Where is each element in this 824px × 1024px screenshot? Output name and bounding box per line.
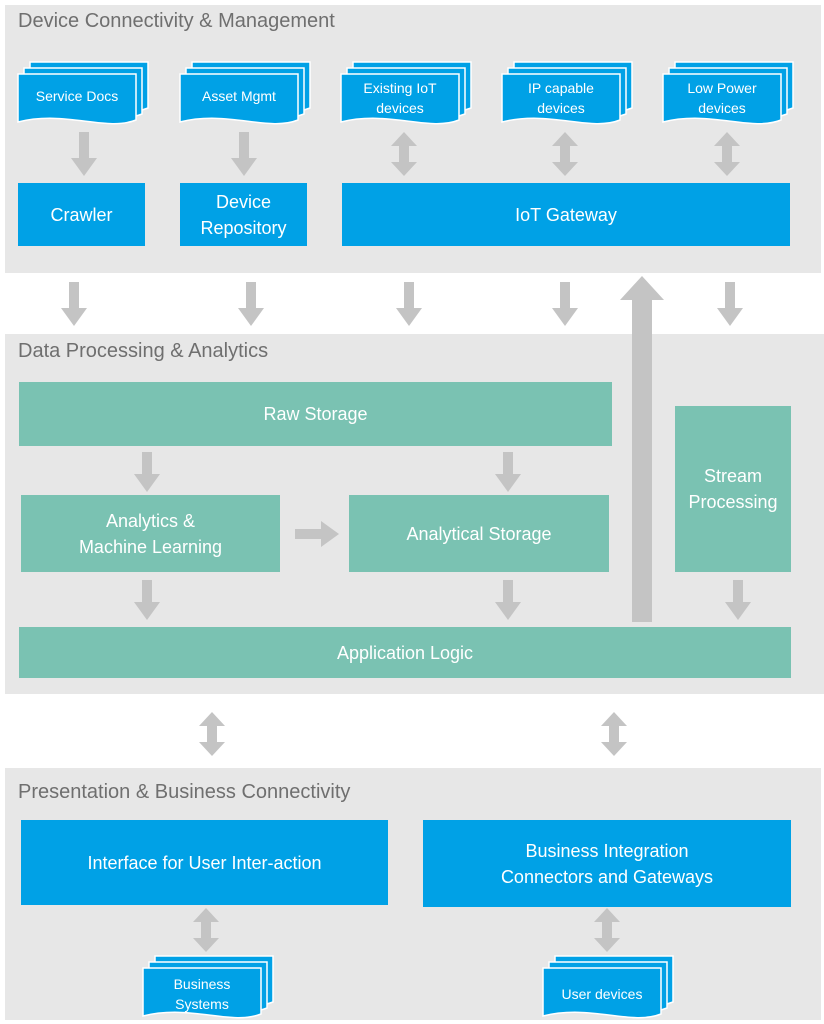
- arrow-storage-to-app-logic: [495, 580, 521, 620]
- analytical-storage-box: Analytical Storage: [349, 495, 609, 572]
- crawler-label: Crawler: [50, 204, 113, 225]
- arrow-both-ui-to-business-systems: [193, 908, 219, 952]
- device-repository-line1: Device: [215, 191, 272, 212]
- low-power-label-line2: devices: [698, 100, 746, 116]
- analytics-ml-box: Analytics & Machine Learning: [21, 495, 280, 572]
- arrow-up-app-logic-to-gateway: [620, 276, 664, 622]
- ip-capable-label-line1: IP capable: [528, 80, 594, 96]
- ip-capable-label-line2: devices: [537, 100, 585, 116]
- arrow-analytics-to-app-logic: [134, 580, 160, 620]
- arrow-down-service-docs: [71, 132, 97, 176]
- arrow-down-gap-2: [238, 282, 264, 326]
- service-docs-label: Service Docs: [35, 88, 119, 104]
- arrow-raw-to-analytics: [134, 452, 160, 492]
- low-power-label-line1: Low Power: [687, 80, 757, 96]
- device-connectivity-title: Device Connectivity & Management: [18, 10, 335, 32]
- existing-iot-label-line2: devices: [376, 100, 424, 116]
- user-devices-doc: User devices: [542, 955, 675, 1020]
- ip-capable-devices-doc: IP capable devices: [501, 61, 634, 126]
- arrow-both-app-to-business: [601, 712, 627, 756]
- stream-processing-line2: Processing: [688, 492, 778, 512]
- business-integration-box: Business Integration Connectors and Gate…: [423, 820, 791, 907]
- device-repository-box: Device Repository: [180, 183, 307, 246]
- data-processing-title: Data Processing & Analytics: [18, 340, 269, 362]
- arrow-down-asset-mgmt: [231, 132, 257, 176]
- business-systems-line2: Systems: [175, 996, 229, 1012]
- raw-storage-box: Raw Storage: [19, 382, 612, 446]
- presentation-title: Presentation & Business Connectivity: [18, 781, 351, 803]
- device-repository-line2: Repository: [200, 217, 287, 238]
- arrow-both-business-to-user-devices: [594, 908, 620, 952]
- arrow-raw-to-analytical-storage: [495, 452, 521, 492]
- analytics-ml-line1: Analytics &: [105, 510, 196, 531]
- arrow-down-gap-4: [552, 282, 578, 326]
- analytics-ml-line2: Machine Learning: [78, 536, 223, 557]
- service-docs-doc: Service Docs: [17, 61, 150, 126]
- arrow-analytics-to-storage: [295, 521, 339, 547]
- user-interface-label: Interface for User Inter-action: [87, 852, 322, 873]
- existing-iot-devices-doc: Existing IoT devices: [340, 61, 473, 126]
- business-systems-line1: Business: [173, 976, 231, 992]
- arrow-both-low-power: [714, 132, 740, 176]
- raw-storage-label: Raw Storage: [263, 404, 368, 424]
- business-integration-line1: Business Integration: [525, 840, 689, 861]
- stream-processing-line1: Stream: [703, 466, 763, 486]
- arrow-both-existing-iot: [391, 132, 417, 176]
- business-integration-line2: Connectors and Gateways: [500, 866, 714, 887]
- asset-mgmt-label: Asset Mgmt: [202, 88, 276, 104]
- application-logic-box: Application Logic: [19, 627, 791, 678]
- arrow-both-app-to-ui: [199, 712, 225, 756]
- existing-iot-label-line1: Existing IoT: [363, 80, 437, 96]
- crawler-box: Crawler: [18, 183, 145, 246]
- arrow-stream-to-app-logic: [725, 580, 751, 620]
- analytical-storage-label: Analytical Storage: [406, 523, 552, 544]
- stream-processing-box: Stream Processing: [675, 406, 791, 572]
- asset-mgmt-doc: Asset Mgmt: [179, 61, 312, 126]
- iot-gateway-label: IoT Gateway: [515, 204, 617, 225]
- arrow-down-gap-1: [61, 282, 87, 326]
- low-power-devices-doc: Low Power devices: [662, 61, 795, 126]
- user-interface-box: Interface for User Inter-action: [21, 820, 388, 905]
- business-systems-doc: Business Systems: [142, 955, 275, 1020]
- arrow-down-gap-5: [717, 282, 743, 326]
- application-logic-label: Application Logic: [336, 642, 474, 663]
- iot-gateway-box: IoT Gateway: [342, 183, 790, 246]
- arrow-both-ip-capable: [552, 132, 578, 176]
- user-devices-label: User devices: [561, 986, 643, 1002]
- arrow-down-gap-3: [396, 282, 422, 326]
